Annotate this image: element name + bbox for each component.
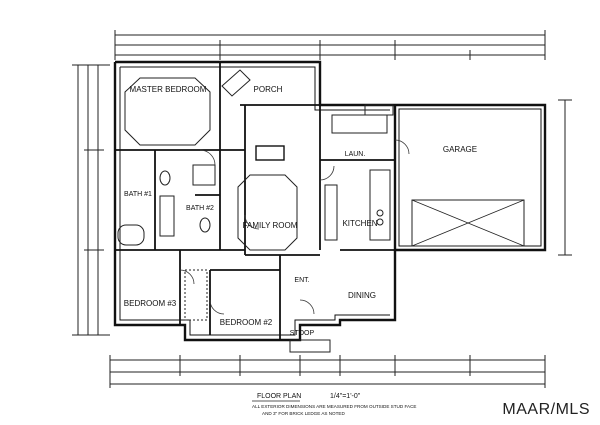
room-label-bedroom3: BEDROOM #3: [124, 299, 177, 308]
room-label-bedroom2: BEDROOM #2: [220, 318, 273, 327]
room-label-family: FAMILY ROOM: [243, 221, 298, 230]
room-label-bath1: BATH #1: [124, 191, 152, 198]
plan-note-1: ALL EXTERIOR DIMENSIONS ARE MEASURED FRO…: [252, 404, 416, 409]
room-label-garage: GARAGE: [443, 145, 477, 154]
watermark: MAAR/MLS: [502, 401, 590, 418]
room-label-laundry: LAUN.: [345, 151, 366, 158]
room-label-dining: DINING: [348, 291, 376, 300]
room-label-entry: ENT.: [294, 277, 309, 284]
room-label-porch: PORCH: [254, 85, 283, 94]
plan-note-2: AND 3" FOR BRICK LEDGE AS NOTED: [262, 411, 345, 416]
plan-scale: 1/4"=1'-0": [330, 393, 361, 400]
room-label-master: MASTER BEDROOM: [130, 85, 207, 94]
room-label-bath2: BATH #2: [186, 205, 214, 212]
room-label-kitchen: KITCHEN: [342, 219, 377, 228]
plan-title: FLOOR PLAN: [257, 393, 301, 400]
room-label-stoop: STOOP: [290, 330, 315, 337]
